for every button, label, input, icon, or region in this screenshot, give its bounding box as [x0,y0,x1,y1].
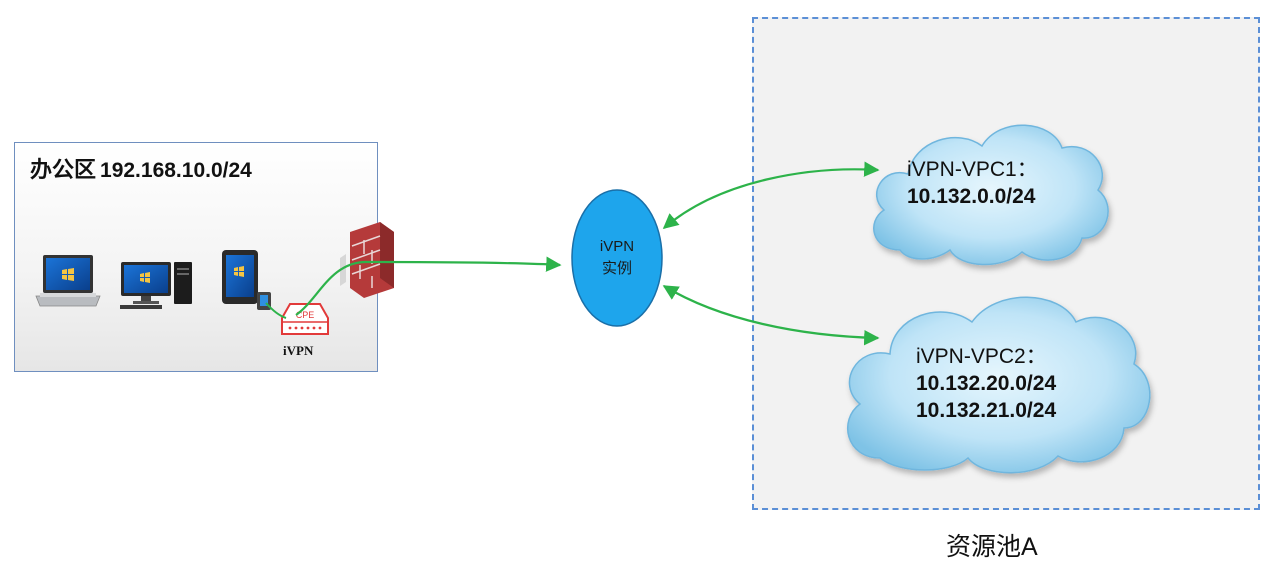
firewall-icon [340,222,394,298]
tablet-icon [222,250,271,310]
ivpn-to-vpc2-link [662,285,880,346]
vpc1-cidr-1: 10.132.0.0/24 [907,185,1036,208]
desktop-icon [120,262,192,309]
vpc1-cloud [873,124,1109,266]
tablet-to-cpe-link [265,302,287,319]
office-zone-subnet: 192.168.10.0/24 [100,159,252,182]
laptop-icon [35,255,101,307]
cpe-device-label: iVPN [283,343,314,358]
ivpn-to-vpc1-link [662,161,880,230]
cpe-router-icon: CPE [281,303,329,335]
vpc2-cloud [846,296,1151,474]
vpc1-label: iVPN-VPC1： 10.132.0.0/24 [907,156,1038,210]
vpc2-cidr-2: 10.132.21.0/24 [916,399,1057,422]
ivpn-instance-label: iVPN 实例 [592,236,642,280]
ivpn-instance-line2: 实例 [601,260,632,277]
office-zone-name: 办公区 [30,157,97,182]
ivpn-instance-node [571,189,663,327]
vpc2-name: iVPN-VPC2： [916,345,1047,368]
ivpn-instance-line1: iVPN [599,238,635,255]
vpc2-cidr-1: 10.132.20.0/24 [916,372,1057,395]
cpe-label: CPE [296,310,315,320]
resource-pool-label: 资源池A [946,533,1038,561]
vpc1-name: iVPN-VPC1： [907,158,1038,181]
office-to-ivpn-link [295,256,562,316]
vpc2-label: iVPN-VPC2： 10.132.20.0/24 10.132.21.0/24 [916,343,1056,424]
